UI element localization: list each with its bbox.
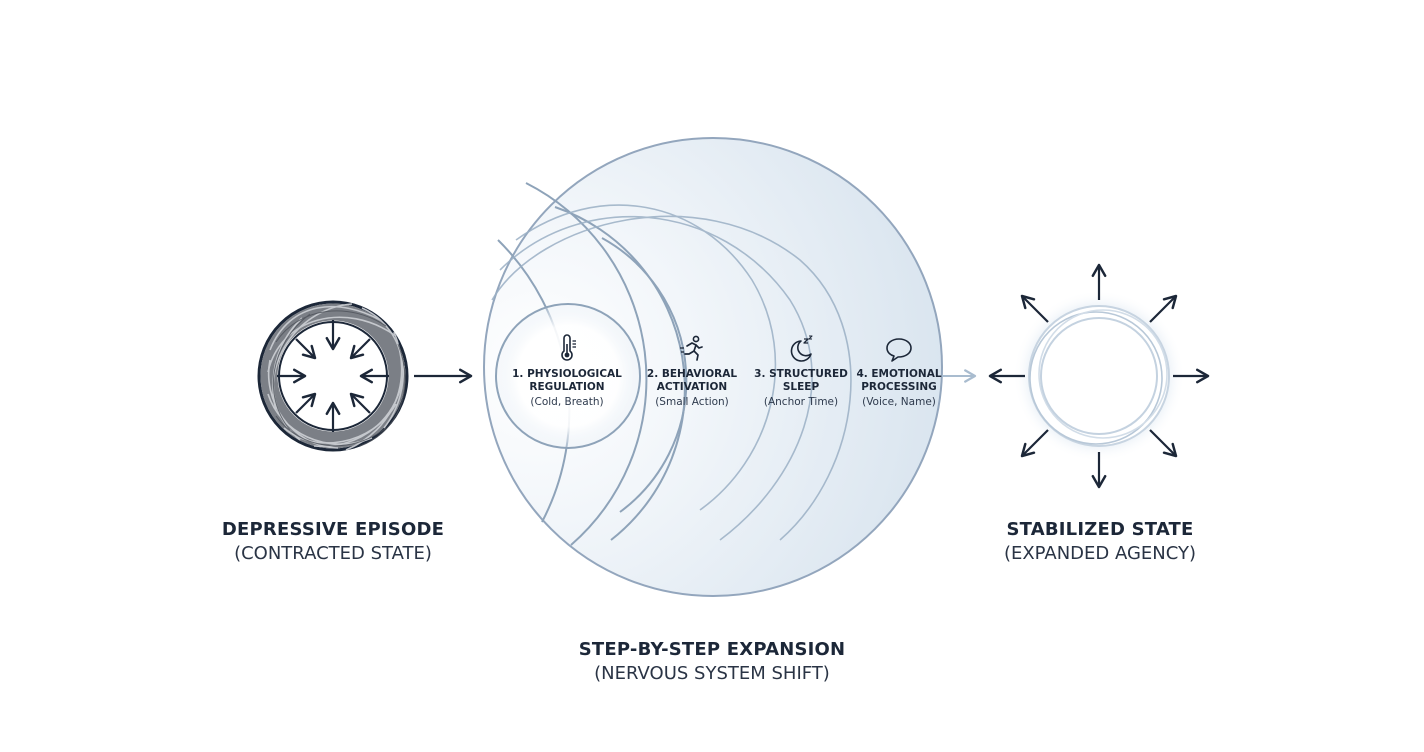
step-title: PROCESSING [861, 381, 937, 393]
expansion-arc [525, 182, 648, 546]
inward-arrow [295, 392, 317, 414]
step-title: REGULATION [529, 381, 605, 393]
stage-subtitle: (NERVOUS SYSTEM SHIFT) [594, 663, 830, 684]
step-title: SLEEP [782, 381, 820, 393]
moon-sleep-icon [790, 335, 813, 362]
outward-arrow [1149, 429, 1178, 458]
inward-arrows [277, 320, 389, 432]
stage-subtitle: (CONTRACTED STATE) [234, 543, 432, 564]
expansion-sphere [483, 137, 943, 597]
inward-arrow [349, 392, 371, 414]
stage-title: STEP-BY-STEP EXPANSION [578, 639, 846, 660]
thermometer-icon [561, 334, 576, 361]
step-detail: (Voice, Name) [862, 396, 936, 408]
step-title: 2. BEHAVIORAL [646, 368, 738, 380]
expansion-arc [554, 206, 686, 541]
step-detail: (Small Action) [655, 396, 729, 408]
contracted-state-caption: DEPRESSIVE EPISODE (CONTRACTED STATE) [183, 518, 483, 566]
inward-arrow [295, 338, 317, 360]
speech-bubble-icon [886, 338, 912, 362]
expansion-caption: STEP-BY-STEP EXPANSION (NERVOUS SYSTEM S… [562, 638, 862, 686]
stage-title: STABILIZED STATE [1006, 519, 1194, 540]
stage-subtitle: (EXPANDED AGENCY) [1003, 543, 1197, 564]
step-behavioral-activation: 2. BEHAVIORAL ACTIVATION (Small Action) [622, 334, 762, 409]
inner-core [495, 303, 641, 449]
stage-title: DEPRESSIVE EPISODE [221, 519, 445, 540]
outward-arrows [988, 263, 1210, 489]
step-physiological-regulation: 1. PHYSIOLOGICAL REGULATION (Cold, Breat… [497, 334, 637, 409]
step-title: 3. STRUCTURED [754, 368, 848, 380]
step-structured-sleep: 3. STRUCTURED SLEEP (Anchor Time) [731, 334, 871, 409]
expansion-arc [601, 237, 688, 513]
stabilized-ring [1013, 290, 1185, 462]
outward-arrow [1020, 294, 1049, 323]
step-detail: (Cold, Breath) [530, 396, 604, 408]
outward-arrow [1149, 294, 1178, 323]
step-emotional-processing: 4. EMOTIONAL PROCESSING (Voice, Name) [829, 334, 969, 409]
step-detail: (Anchor Time) [763, 396, 839, 408]
inward-arrow [349, 338, 371, 360]
step-title: 1. PHYSIOLOGICAL [512, 368, 622, 380]
step-title: 4. EMOTIONAL [856, 368, 942, 380]
running-person-icon [680, 335, 703, 361]
outward-arrow [1020, 429, 1049, 458]
step-title: ACTIVATION [656, 381, 728, 393]
stabilized-state-caption: STABILIZED STATE (EXPANDED AGENCY) [950, 518, 1250, 566]
